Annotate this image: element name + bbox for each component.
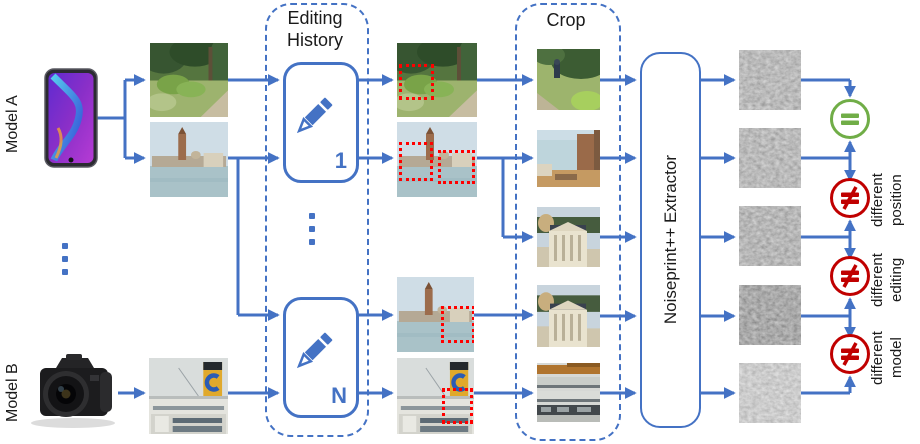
- equals-icon: [841, 113, 859, 125]
- comparison-equal: [830, 99, 870, 139]
- editing-operation-1-label: 1: [334, 148, 347, 173]
- comparison-not-equal-editing: [830, 256, 870, 296]
- edit-region-marker: [438, 150, 475, 184]
- pencil-icon: [296, 332, 333, 369]
- crop-church-editing-n: [537, 285, 600, 347]
- photo-harbor-original: [149, 358, 228, 434]
- editing-history-ellipsis: [309, 213, 315, 245]
- noiseprint-5: [739, 363, 801, 423]
- editing-history-group: [265, 3, 369, 437]
- edited-photo-park: [397, 43, 477, 117]
- edited-photo-venice-n: [397, 277, 474, 352]
- crop-church-position-2: [537, 207, 600, 267]
- photo-venice-original: [150, 122, 228, 197]
- smartphone-icon: [44, 68, 98, 168]
- not-equals-icon: [841, 264, 859, 288]
- model-b-label: Model B: [4, 363, 21, 423]
- editing-history-title: Editing History: [265, 8, 365, 52]
- comparison-not-equal-model: [830, 334, 870, 374]
- noiseprint-1: [739, 50, 801, 110]
- editing-history-title-line1: Editing: [287, 8, 343, 28]
- crop-title: Crop: [546, 10, 586, 30]
- pencil-icon: [296, 97, 333, 134]
- edited-photo-venice-1: [397, 122, 477, 197]
- edit-region-marker: [442, 388, 473, 424]
- crop-venice-position-1: [537, 130, 600, 187]
- dslr-camera-icon: [26, 350, 120, 430]
- comparison-not-equal-position: [830, 178, 870, 218]
- label-different-model: different model: [869, 331, 905, 385]
- editing-history-title-line2: History: [286, 29, 343, 50]
- edit-region-marker: [399, 142, 433, 181]
- editing-operation-n-label: N: [331, 383, 347, 408]
- not-equals-icon: [841, 186, 859, 210]
- crop-group: [515, 3, 621, 441]
- noiseprint-2: [739, 128, 801, 188]
- noiseprint-extractor-box: Noiseprint++ Extractor: [640, 52, 701, 428]
- edited-photo-harbor: [397, 358, 474, 434]
- edit-region-marker: [399, 64, 434, 100]
- model-a-label: Model A: [4, 95, 21, 153]
- not-equals-icon: [841, 342, 859, 366]
- crop-ship-model-b: [537, 363, 600, 422]
- crop-park: [537, 49, 600, 110]
- photo-park-original: [150, 43, 228, 117]
- noiseprint-extractor-label: Noiseprint++ Extractor: [660, 155, 680, 325]
- edit-region-marker: [441, 306, 474, 343]
- models-ellipsis: [62, 243, 68, 275]
- noiseprint-4: [739, 285, 801, 345]
- editing-operation-1-box: 1: [283, 62, 359, 183]
- editing-operation-n-box: N: [283, 297, 359, 418]
- noiseprint-3: [739, 206, 801, 266]
